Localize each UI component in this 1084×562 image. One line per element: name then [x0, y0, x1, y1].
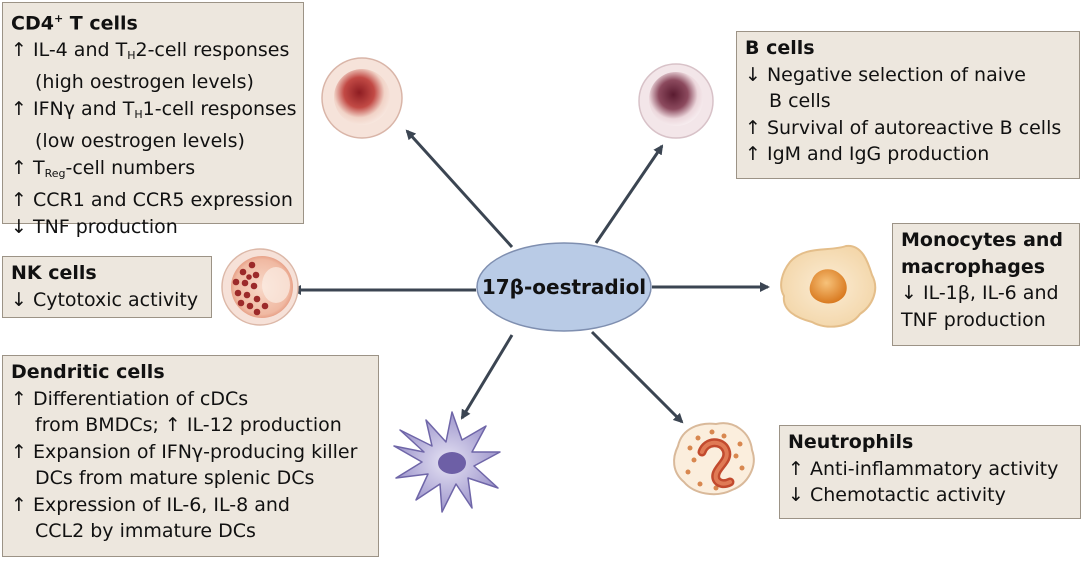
dendritic-title: Dendritic cells	[11, 361, 165, 383]
dendritic-cell-icon	[393, 411, 501, 513]
mono-title-2: macrophages	[901, 255, 1046, 278]
dendritic-line-6: CCL2 by immature DCs	[35, 520, 256, 542]
dendritic-line-5: ↑ Expression of IL-6, IL-8 and	[11, 493, 290, 516]
cd4-line-5: ↑ TReg-cell numbers	[11, 156, 196, 180]
macrophage-icon	[780, 244, 877, 328]
dendritic-line-1: ↑ Differentiation of cDCs	[11, 387, 249, 410]
cd4-title: CD4+ T cells	[11, 12, 138, 35]
cd4-t-cells-box: CD4+ T cells ↑ IL-4 and TH2-cell respons…	[2, 2, 304, 238]
nk-granules	[232, 261, 269, 316]
cd4-line-7: ↓ TNF production	[11, 215, 178, 238]
nk-cells-box: NK cells ↓ Cytotoxic activity	[2, 256, 212, 318]
arrow-to-bcells	[594, 144, 664, 244]
mono-line-2: TNF production	[901, 308, 1046, 331]
nk-cell-icon	[221, 248, 299, 326]
bcells-line-2: B cells	[769, 90, 831, 112]
neutro-title: Neutrophils	[788, 431, 914, 453]
nk-title: NK cells	[11, 262, 97, 284]
neutrophil-icon	[673, 422, 755, 496]
arrow-to-neutrophil	[590, 330, 684, 424]
cd4-line-4: (low oestrogen levels)	[35, 130, 245, 153]
b-cells-box: B cells ↓ Negative selection of naive B …	[736, 31, 1080, 179]
cd4-line-3: ↑ IFNγ and TH1-cell responses	[11, 97, 297, 121]
center-label: 17β-oestradiol	[482, 275, 646, 299]
bcells-line-1: ↓ Negative selection of naive	[745, 63, 1026, 86]
neutro-line-2: ↓ Chemotactic activity	[788, 484, 1006, 506]
neutrophils-box: Neutrophils ↑ Anti-inflammatory activity…	[779, 425, 1081, 519]
cd4-line-2: (high oestrogen levels)	[35, 71, 254, 94]
neutro-line-1: ↑ Anti-inflammatory activity	[788, 457, 1059, 480]
t-cell-icon	[321, 57, 403, 139]
bcells-line-4: ↑ IgM and IgG production	[745, 143, 990, 165]
bcells-title: B cells	[745, 37, 815, 59]
dendritic-line-3: ↑ Expansion of IFNγ-producing killer	[11, 440, 358, 463]
monocytes-macrophages-box: Monocytes and macrophages ↓ IL-1β, IL-6 …	[892, 223, 1080, 346]
arrows	[291, 129, 770, 424]
cd4-line-1: ↑ IL-4 and TH2-cell responses	[11, 38, 290, 62]
dendritic-cells-box: Dendritic cells ↑ Differentiation of cDC…	[2, 355, 379, 557]
dendritic-line-4: DCs from mature splenic DCs	[35, 467, 315, 489]
center-node: 17β-oestradiol	[476, 242, 652, 332]
dendritic-line-2: from BMDCs; ↑ IL-12 production	[35, 414, 342, 436]
mono-line-1: ↓ IL-1β, IL-6 and	[901, 282, 1059, 304]
cd4-line-6: ↑ CCR1 and CCR5 expression	[11, 189, 293, 212]
bcells-line-3: ↑ Survival of autoreactive B cells	[745, 116, 1062, 139]
arrow-to-dendritic	[460, 334, 514, 420]
b-cell-icon	[638, 63, 714, 139]
mono-title-1: Monocytes and	[901, 229, 1064, 251]
arrow-to-cd4	[405, 129, 514, 249]
nk-line-1: ↓ Cytotoxic activity	[11, 288, 199, 311]
